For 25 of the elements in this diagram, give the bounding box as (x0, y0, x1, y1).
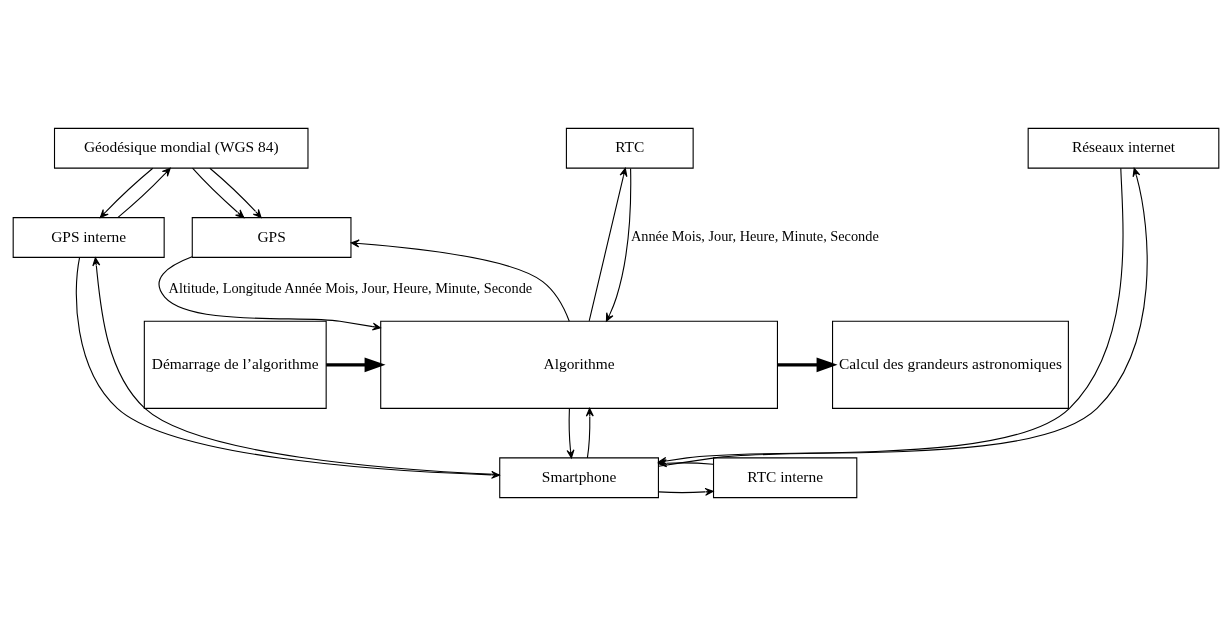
arrow (585, 407, 594, 459)
edge-label: Altitude, Longitude Année Mois, Jour, Heure, Minute, Seconde (168, 280, 533, 297)
arrow (588, 167, 628, 322)
arrow (326, 357, 386, 373)
node-box: Calcul des grandeurs astronomiques (832, 320, 1069, 409)
arrow (99, 167, 154, 219)
node-box: Smartphone (499, 457, 659, 499)
node-box: GPS interne (12, 217, 165, 258)
arrow (566, 407, 575, 459)
arrow (350, 239, 570, 322)
arrow (658, 487, 714, 496)
node-box: Algorithme (380, 320, 778, 409)
edge-label: Année Mois, Jour, Heure, Minute, Seconde (630, 228, 879, 245)
node-box: RTC interne (713, 457, 858, 499)
arrow (209, 167, 262, 219)
node-box: GPS (191, 217, 352, 258)
arrow (117, 167, 171, 219)
arrow (605, 167, 632, 322)
node-box: Démarrage de l’algorithme (143, 320, 327, 409)
arrow (777, 357, 838, 373)
arrow (191, 167, 245, 219)
node-box: Géodésique mondial (WGS 84) (53, 127, 309, 169)
arrow (158, 256, 382, 331)
node-box: Réseaux internet (1027, 127, 1220, 169)
node-box: RTC (565, 127, 694, 169)
